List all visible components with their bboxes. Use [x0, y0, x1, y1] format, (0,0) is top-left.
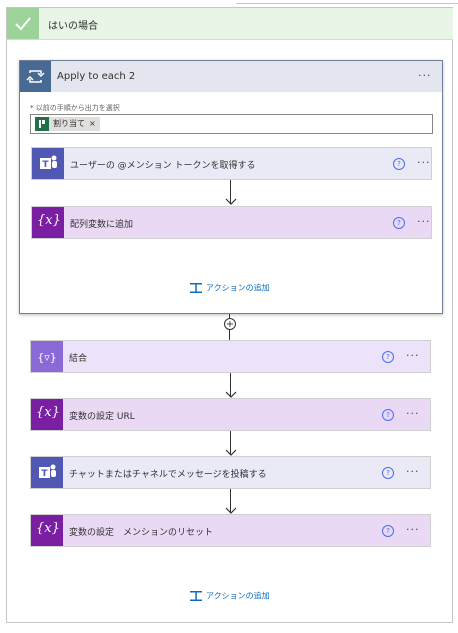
planner-icon — [35, 117, 49, 131]
flow-arrow — [225, 489, 237, 516]
svg-text:T: T — [41, 469, 48, 479]
card-title: 配列変数に追加 — [70, 220, 134, 230]
checkmark-icon — [7, 8, 39, 39]
more-options-icon[interactable]: ··· — [406, 465, 420, 478]
teams-icon: T — [32, 148, 64, 179]
reset-mention-variable-card[interactable]: {x} 変数の設定 メンションのリセット ? ··· — [30, 514, 431, 547]
help-icon[interactable]: ? — [393, 158, 405, 170]
variable-icon: {x} — [32, 207, 64, 238]
join-icon: {▿} — [31, 341, 63, 372]
more-options-icon[interactable]: ··· — [406, 523, 420, 536]
insert-step-button[interactable]: + — [224, 318, 236, 330]
help-icon[interactable]: ? — [382, 467, 394, 479]
card-title: ユーザーの @メンション トークンを取得する — [70, 161, 256, 171]
top-divider — [236, 0, 458, 4]
yes-branch-header[interactable]: はいの場合 — [7, 8, 453, 40]
select-output-input[interactable]: 割り当て× — [30, 114, 433, 134]
select-output-label: * 以前の手順から出力を選択 — [30, 104, 120, 112]
join-card[interactable]: {▿} 結合 ? ··· — [30, 340, 431, 373]
card-title: 変数の設定 メンションのリセット — [69, 528, 214, 538]
apply-to-each-scope: Apply to each 2 ··· * 以前の手順から出力を選択 割り当て×… — [19, 60, 443, 314]
get-mention-token-card[interactable]: T ユーザーの @メンション トークンを取得する ? ··· — [31, 147, 432, 180]
more-options-icon[interactable]: ··· — [418, 69, 432, 82]
more-options-icon[interactable]: ··· — [417, 156, 431, 169]
flow-arrow — [225, 180, 237, 207]
add-action-button[interactable]: アクションの追加 — [190, 282, 270, 294]
loop-icon — [20, 61, 51, 92]
set-variable-url-card[interactable]: {x} 変数の設定 URL ? ··· — [30, 398, 431, 431]
more-options-icon[interactable]: ··· — [406, 407, 420, 420]
flow-arrow — [225, 431, 237, 458]
add-action-icon — [190, 282, 202, 294]
append-to-array-card[interactable]: {x} 配列変数に追加 ? ··· — [31, 206, 432, 239]
help-icon[interactable]: ? — [382, 351, 394, 363]
svg-text:{▿}: {▿} — [37, 351, 57, 364]
help-icon[interactable]: ? — [382, 525, 394, 537]
more-options-icon[interactable]: ··· — [417, 215, 431, 228]
card-title: 変数の設定 URL — [69, 412, 135, 422]
flow-arrow — [225, 373, 237, 400]
apply-to-each-title: Apply to each 2 — [57, 71, 136, 82]
help-icon[interactable]: ? — [382, 409, 394, 421]
yes-branch-title: はいの場合 — [48, 21, 98, 32]
add-action-icon — [190, 590, 202, 602]
card-title: チャットまたはチャネルでメッセージを投稿する — [69, 470, 267, 480]
svg-text:T: T — [42, 160, 49, 170]
variable-icon: {x} — [31, 515, 63, 546]
post-message-card[interactable]: T チャットまたはチャネルでメッセージを投稿する ? ··· — [30, 456, 431, 489]
dynamic-content-token: 割り当て× — [35, 117, 100, 131]
variable-icon: {x} — [31, 399, 63, 430]
remove-token-icon[interactable]: × — [89, 119, 96, 128]
teams-icon: T — [31, 457, 63, 488]
more-options-icon[interactable]: ··· — [406, 349, 420, 362]
card-title: 結合 — [69, 354, 88, 364]
add-action-button[interactable]: アクションの追加 — [190, 590, 270, 602]
apply-to-each-header[interactable]: Apply to each 2 ··· — [20, 61, 442, 92]
help-icon[interactable]: ? — [393, 217, 405, 229]
